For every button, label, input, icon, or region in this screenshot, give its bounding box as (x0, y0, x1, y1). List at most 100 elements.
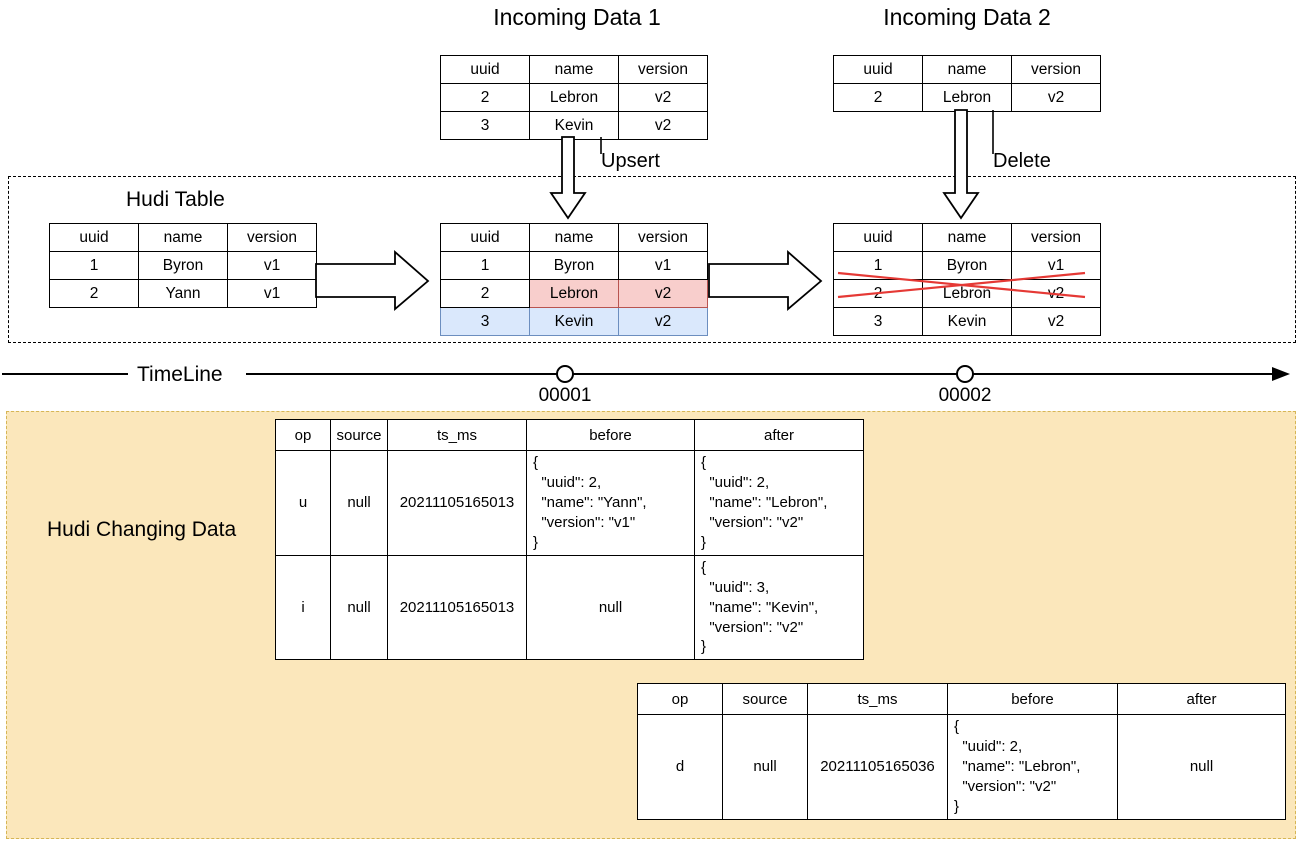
cell-uuid: 2 (440, 83, 530, 112)
column-header-ts-ms: ts_ms (387, 419, 527, 451)
column-header-op: op (275, 419, 331, 451)
table-header-row: op source ts_ms before after (275, 419, 864, 451)
cell-source: null (330, 554, 388, 661)
column-header-uuid: uuid (833, 55, 923, 84)
cell-op: d (637, 714, 723, 820)
table-row: 1 Byron v1 (49, 251, 317, 280)
cell-version: v2 (618, 279, 708, 308)
column-header-version: version (1011, 223, 1101, 252)
transition-arrow-2-icon (708, 250, 823, 311)
cell-ts-ms: 20211105165036 (807, 714, 948, 820)
column-header-op: op (637, 683, 723, 715)
column-header-version: version (618, 55, 708, 84)
table-header-row: op source ts_ms before after (637, 683, 1286, 715)
cell-uuid: 2 (440, 279, 530, 308)
cell-version: v1 (227, 279, 317, 308)
cell-version: v2 (1011, 307, 1101, 336)
hudi-table-after-delete: uuid name version 1 Byron v1 2 Lebron v2… (833, 223, 1101, 336)
transition-arrow-1-icon (315, 250, 430, 311)
incoming-data-1-title: Incoming Data 1 (493, 4, 661, 30)
cell-name: Byron (138, 251, 228, 280)
column-header-after: after (694, 419, 864, 451)
cell-version: v1 (227, 251, 317, 280)
timeline-marker-00002 (956, 365, 974, 383)
timeline-marker-label-00001: 00001 (538, 385, 592, 406)
column-header-name: name (138, 223, 228, 252)
table-row: i null 20211105165013 null { "uuid": 3, … (275, 554, 864, 661)
cell-version: v2 (618, 111, 708, 140)
delete-arrow-icon (942, 109, 980, 220)
column-header-uuid: uuid (440, 223, 530, 252)
cell-uuid: 3 (833, 307, 923, 336)
cell-after: null (1117, 714, 1286, 820)
cell-uuid: 3 (440, 307, 530, 336)
cell-uuid: 3 (440, 111, 530, 140)
cell-uuid: 1 (833, 251, 923, 280)
cell-version: v1 (618, 251, 708, 280)
table-header-row: uuid name version (49, 223, 317, 252)
table-row: 2 Lebron v2 (833, 83, 1101, 112)
cell-uuid: 2 (833, 83, 923, 112)
timeline-marker-label-00002: 00002 (938, 385, 992, 406)
table-row: 2 Yann v1 (49, 279, 317, 308)
cell-ts-ms: 20211105165013 (387, 450, 527, 556)
upsert-arrow-icon (549, 136, 587, 220)
column-header-version: version (1011, 55, 1101, 84)
hudi-table-title: Hudi Table (126, 188, 225, 211)
cell-name: Lebron (922, 83, 1012, 112)
column-header-ts-ms: ts_ms (807, 683, 948, 715)
incoming-data-2-table: uuid name version 2 Lebron v2 (833, 55, 1101, 112)
upsert-label: Upsert (601, 150, 660, 172)
delete-label: Delete (993, 150, 1051, 172)
cell-op: i (275, 554, 331, 661)
deleted-row-strike-icon (837, 271, 1086, 299)
column-header-uuid: uuid (49, 223, 139, 252)
table-row: u null 20211105165013 { "uuid": 2, "name… (275, 450, 864, 556)
cell-name: Byron (529, 251, 619, 280)
cell-before: { "uuid": 2, "name": "Yann", "version": … (526, 450, 695, 556)
column-header-name: name (922, 223, 1012, 252)
table-row: 1 Byron v1 (440, 251, 708, 280)
column-header-before: before (526, 419, 695, 451)
cell-after: { "uuid": 3, "name": "Kevin", "version":… (694, 554, 864, 661)
cell-version: v2 (1011, 83, 1101, 112)
table-row: 3 Kevin v2 (833, 307, 1101, 336)
hudi-changing-data-label: Hudi Changing Data (47, 518, 237, 541)
column-header-after: after (1117, 683, 1286, 715)
cell-name: Kevin (922, 307, 1012, 336)
cell-before: null (526, 554, 695, 661)
hudi-table-initial-state: uuid name version 1 Byron v1 2 Yann v1 (49, 223, 317, 308)
cell-op: u (275, 450, 331, 556)
table-row: d null 20211105165036 { "uuid": 2, "name… (637, 714, 1286, 820)
cell-source: null (722, 714, 808, 820)
timeline-label: TimeLine (137, 363, 223, 386)
cell-ts-ms: 20211105165013 (387, 554, 527, 661)
incoming-data-2-title: Incoming Data 2 (883, 4, 1051, 30)
table-header-row: uuid name version (833, 55, 1101, 84)
column-header-before: before (947, 683, 1118, 715)
table-row: 2 Lebron v2 (440, 83, 708, 112)
column-header-name: name (922, 55, 1012, 84)
cell-source: null (330, 450, 388, 556)
column-header-version: version (227, 223, 317, 252)
table-row: 1 Byron v1 (833, 251, 1101, 280)
cell-version: v2 (618, 83, 708, 112)
changing-data-table-commit-00001: op source ts_ms before after u null 2021… (275, 419, 864, 661)
hudi-table-after-upsert: uuid name version 1 Byron v1 2 Lebron v2… (440, 223, 708, 336)
hudi-table-region (8, 176, 1296, 343)
cell-uuid: 1 (49, 251, 139, 280)
table-header-row: uuid name version (440, 223, 708, 252)
cell-after: { "uuid": 2, "name": "Lebron", "version"… (694, 450, 864, 556)
column-header-source: source (722, 683, 808, 715)
cell-uuid: 2 (49, 279, 139, 308)
cell-name: Byron (922, 251, 1012, 280)
cell-before: { "uuid": 2, "name": "Lebron", "version"… (947, 714, 1118, 820)
column-header-version: version (618, 223, 708, 252)
cell-uuid: 1 (440, 251, 530, 280)
changing-data-table-commit-00002: op source ts_ms before after d null 2021… (637, 683, 1286, 820)
table-header-row: uuid name version (440, 55, 708, 84)
timeline-marker-00001 (556, 365, 574, 383)
table-row-inserted: 3 Kevin v2 (440, 307, 708, 336)
